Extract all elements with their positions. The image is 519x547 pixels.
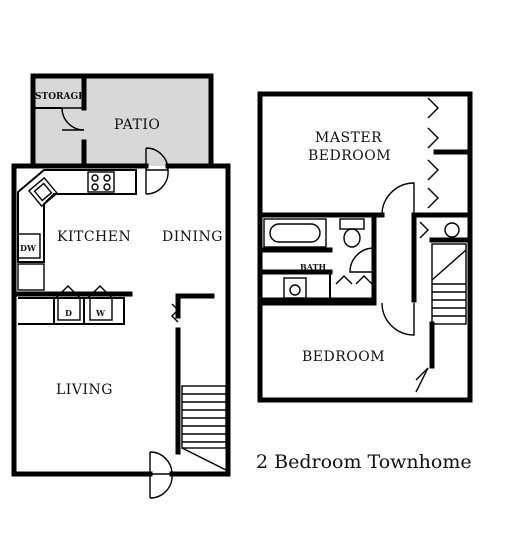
dishwasher-label: DW — [20, 243, 37, 253]
patio-area — [30, 73, 214, 169]
master-bedroom-label-line2: BEDROOM — [308, 148, 391, 164]
patio-label: PATIO — [114, 117, 160, 133]
bath-label: BATH — [300, 262, 326, 272]
lower-stairs — [181, 385, 227, 471]
upper-stairs — [431, 243, 467, 325]
plan-caption: 2 Bedroom Townhome — [256, 451, 472, 473]
washer-label: W — [95, 308, 106, 318]
lower-floor — [11, 147, 231, 499]
dryer-label: D — [65, 308, 72, 318]
kitchen-label: KITCHEN — [57, 229, 131, 245]
dining-label: DINING — [162, 229, 223, 245]
living-label: LIVING — [56, 382, 113, 398]
kitchen-counters — [17, 169, 137, 291]
bedroom-label: BEDROOM — [302, 349, 385, 365]
storage-label: STORAGE — [35, 92, 85, 102]
master-bedroom-label-line1: MASTER — [315, 130, 382, 146]
upper-floor — [257, 91, 473, 403]
